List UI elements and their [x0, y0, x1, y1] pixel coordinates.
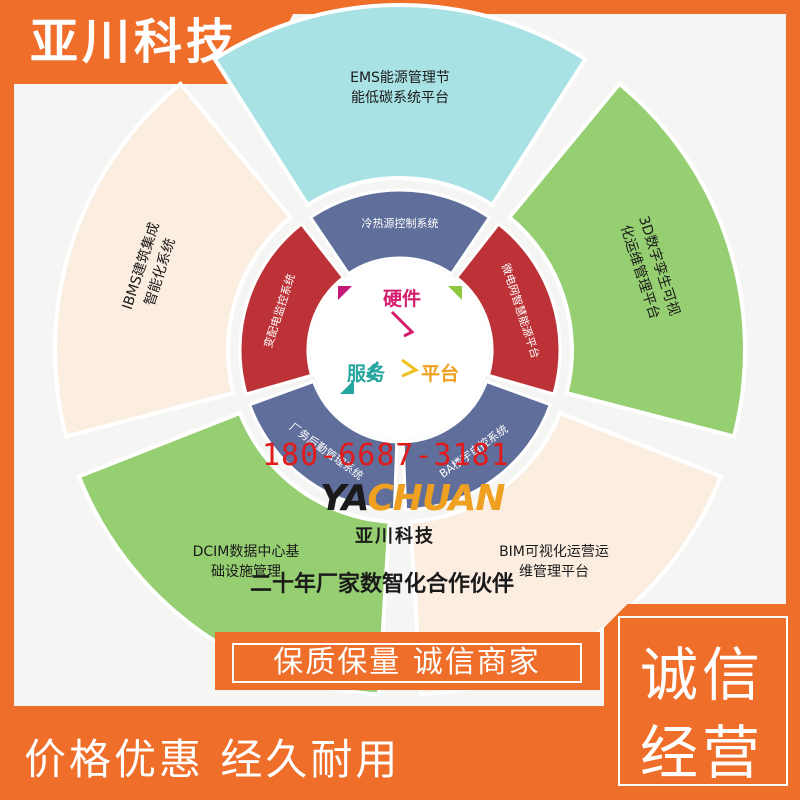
inner-segment-2	[454, 221, 562, 396]
teal-arrow-icon	[365, 361, 380, 382]
center-disc	[310, 260, 490, 440]
company-logo: YACHUAN	[320, 478, 506, 520]
inner-segment-3	[401, 379, 553, 512]
logo-text-a: YA	[320, 478, 368, 519]
outer-segment-5	[53, 80, 294, 439]
bottom-slogan: 价格优惠 经久耐用	[24, 735, 401, 784]
center-label-right: 平台	[421, 362, 459, 385]
outer-label-4-line1: DCIM数据中心基	[193, 543, 300, 560]
inner-label-1: 冷热源控制系统	[362, 216, 439, 230]
outer-label-4-line2: 础设施管理	[211, 564, 281, 580]
green-triangle-icon	[448, 286, 462, 300]
outer-label-3-line1: BIM可视化运营运	[499, 544, 609, 560]
magenta-triangle-icon	[338, 286, 352, 300]
logo-cn-name: 亚川科技	[355, 526, 435, 547]
inner-segment-1	[308, 188, 492, 276]
center-label-left: 服务	[347, 362, 386, 385]
side-slogan-line1: 诚信	[640, 641, 765, 709]
side-badge	[604, 604, 800, 800]
side-badge-frame	[618, 616, 788, 786]
outer-segment-3	[408, 410, 724, 697]
outer-label-1-line2: 能低碳系统平台	[351, 90, 449, 106]
inner-segment-5	[238, 221, 346, 396]
sub-slogan: 保质保量 诚信商家	[232, 643, 582, 683]
magenta-arrow-icon	[390, 310, 415, 338]
contact-phone: 180-6687-3181	[262, 438, 510, 473]
outer-segment-2	[506, 80, 747, 439]
logo-text-b: CHUAN	[367, 478, 505, 519]
yellow-arrow-icon	[401, 358, 420, 378]
tagline: 二十年厂家数智化合作伙伴	[250, 572, 515, 597]
outer-label-1-line1: EMS能源管理节	[350, 70, 450, 86]
sub-slogan-bar	[215, 632, 600, 690]
inner-segment-4	[247, 379, 399, 512]
outer-label-3-line2: 维管理平台	[519, 564, 589, 580]
outer-segment-1	[211, 3, 589, 208]
center-cycle: 硬件 服务 平台	[338, 286, 462, 394]
brand-title: 亚川科技	[30, 14, 239, 70]
side-slogan-line2: 经营	[640, 719, 765, 787]
center-label-top: 硬件	[383, 287, 421, 310]
teal-triangle-icon	[340, 380, 354, 394]
